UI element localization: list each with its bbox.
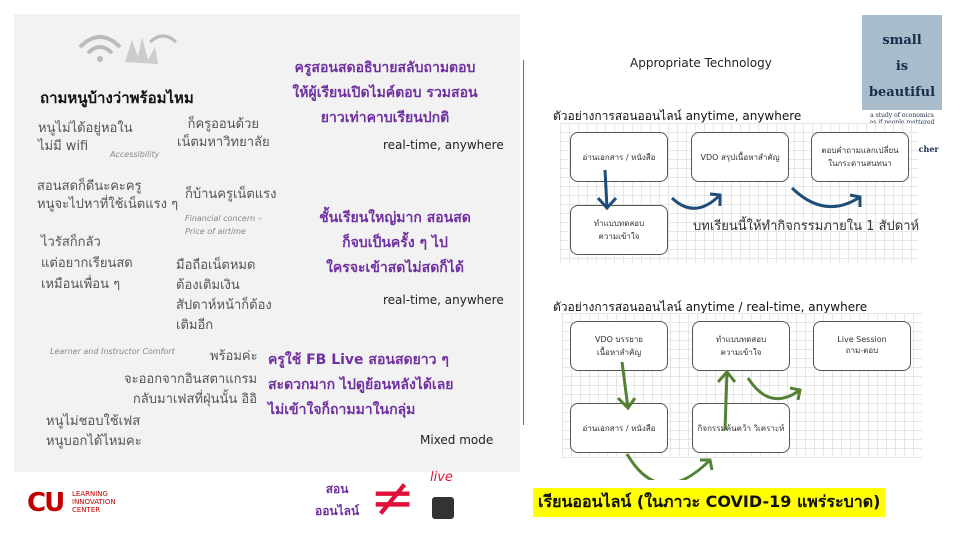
wifi-hand-icon: [78, 34, 178, 64]
teach-online-label: สอน ออนไลน์: [315, 482, 360, 518]
flow-box: VDO บรรยาย เนื้อหาสำคัญ: [570, 321, 668, 371]
cu-logo: CU: [27, 488, 65, 518]
book-title: is: [895, 59, 909, 74]
caption: Learner and Instructor Comfort: [50, 347, 175, 356]
book-title: small: [882, 33, 922, 48]
example1-title: ตัวอย่างการสอนออนไลน์ anytime, anywhere: [553, 109, 802, 123]
flow-box: กิจกรรมค้นคว้า วิเคราะห์: [692, 403, 790, 453]
flow-box: VDO สรุปเนื้อหาสำคัญ: [691, 132, 789, 182]
divider: [523, 60, 524, 425]
flow-box: อ่านเอกสาร / หนังสือ: [570, 403, 668, 453]
note: หนูไม่ชอบใช้เฟส หนูบอกได้ไหมคะ: [46, 414, 142, 449]
note: จะออกจากอินสตาแกรม กลับมาเฟสที่ฝุ่นนั้น …: [124, 372, 258, 407]
book-title: beautiful: [868, 85, 936, 100]
left-heading: ถามหนูบ้างว่าพร้อมไหม: [40, 89, 194, 107]
teacher-quote: ชั้นเรียนใหญ่มาก สอนสด ก็จบเป็นครั้ง ๆ ไ…: [319, 210, 471, 276]
left-panel: [14, 14, 520, 472]
teacher-quote: ครูสอนสดอธิบายสลับถามตอบ ให้ผู้เรียนเปิด…: [292, 60, 478, 126]
flow-arrows: [616, 361, 802, 480]
note: ก็บ้านครูเน็ตแรง: [185, 187, 277, 202]
flow-box: ทำแบบทดสอบ ความเข้าใจ: [692, 321, 790, 371]
caption: Accessibility: [110, 150, 160, 159]
note: หนูไม่ได้อยู่หอใน ไม่มี wifi: [38, 121, 133, 154]
mode-label: real-time, anywhere: [383, 293, 504, 307]
book-cover: small is beautiful a study of economics …: [862, 15, 942, 154]
note: สอนสดก็ดีนะคะครู หนูจะไปหาที่ใช้เน็ตแรง …: [37, 179, 179, 212]
mode-label: real-time, anywhere: [383, 138, 504, 152]
live-label: live: [430, 470, 453, 485]
note: มือถือเน็ตหมด ต้องเติมเงิน สัปดาห์หน้าก็…: [176, 258, 272, 333]
note: ไวรัสก็กลัว แต่อยากเรียนสด เหมือนเพื่อน …: [41, 235, 133, 292]
live-logo-icon: [432, 497, 454, 519]
flow-box: Live Session ถาม-ตอบ: [813, 321, 911, 371]
flow-box: ทำแบบทดสอบ ความเข้าใจ: [570, 205, 668, 255]
not-equal-icon: ≠: [370, 466, 416, 529]
teacher-quote: ครูใช้ FB Live สอนสดยาว ๆ สะดวกมาก ไปดูย…: [268, 352, 454, 418]
right-title: Appropriate Technology: [630, 56, 772, 70]
book-subtitle: a study of economics as if people matter…: [870, 112, 935, 126]
example2-title: ตัวอย่างการสอนออนไลน์ anytime / real-tim…: [553, 300, 868, 314]
flow-box: ตอบคำถามแลกเปลี่ยน ในกระดานสนทนา: [811, 132, 909, 182]
mode-label: Mixed mode: [420, 433, 494, 447]
caption: Financial concern – Price of airtime: [185, 214, 262, 236]
note: ก็ครูออนด้วย เน็ตมหาวิทยาลัย: [177, 117, 270, 150]
flow-box: อ่านเอกสาร / หนังสือ: [570, 132, 668, 182]
note: พร้อมค่ะ: [210, 349, 258, 364]
flow-arrows: [596, 169, 862, 211]
logo-text: LEARNING INNOVATION CENTER: [72, 490, 116, 514]
covid-banner: เรียนออนไลน์ (ในภาวะ COVID-19 แพร่ระบาด): [533, 488, 886, 517]
example1-note: บทเรียนนี้ให้ทำกิจกรรมภายใน 1 สัปดาห์: [693, 219, 920, 234]
